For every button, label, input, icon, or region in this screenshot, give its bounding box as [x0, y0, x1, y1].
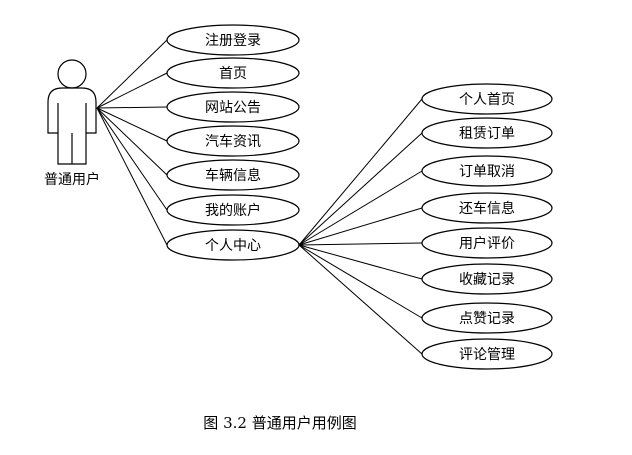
- actor-label: 普通用户: [44, 171, 100, 188]
- use-case-label: 网站公告: [205, 100, 261, 116]
- use-case-ellipse: [166, 229, 300, 261]
- use-case-ellipse: [166, 159, 300, 191]
- use-case-8: 评论管理: [421, 338, 553, 370]
- use-case-6: 我的账户: [166, 194, 300, 226]
- use-case-label: 用户评价: [459, 235, 515, 252]
- use-case-ellipse: [421, 192, 553, 224]
- use-case-ellipse: [166, 24, 300, 56]
- use-case-2: 租赁订单: [421, 117, 553, 149]
- use-case-4: 汽车资讯: [166, 125, 300, 157]
- use-case-1: 注册登录: [166, 24, 300, 56]
- include-line: [298, 170, 423, 246]
- association-line: [96, 107, 168, 211]
- use-case-2: 首页: [166, 57, 300, 89]
- use-case-ellipse: [421, 155, 553, 187]
- use-case-5: 车辆信息: [166, 159, 300, 191]
- use-case-ellipse: [166, 57, 300, 89]
- use-case-7: 点赞记录: [421, 302, 553, 334]
- include-line: [298, 242, 423, 246]
- association-line: [96, 106, 168, 109]
- figure-caption: 图 3.2 普通用户用例图: [203, 414, 357, 432]
- include-line: [298, 132, 423, 246]
- use-case-label: 评论管理: [459, 347, 515, 363]
- use-case-ellipse: [166, 125, 300, 157]
- use-case-label: 订单取消: [459, 164, 515, 180]
- use-case-label: 首页: [219, 66, 247, 82]
- use-case-4: 还车信息: [421, 192, 553, 224]
- use-case-ellipse: [421, 338, 553, 370]
- include-line: [298, 244, 423, 280]
- use-case-label: 租赁订单: [459, 126, 515, 142]
- association-line: [96, 72, 168, 109]
- use-case-label: 我的账户: [205, 202, 261, 219]
- include-line: [298, 98, 423, 246]
- use-case-ellipse: [421, 302, 553, 334]
- actor-head-icon: [57, 59, 87, 89]
- use-case-label: 个人中心: [205, 238, 261, 254]
- use-case-ellipse: [421, 227, 553, 259]
- use-case-ellipse: [421, 263, 553, 295]
- association-line: [96, 39, 168, 109]
- use-case-3: 网站公告: [166, 91, 300, 123]
- use-case-label: 收藏记录: [459, 272, 515, 288]
- use-case-label: 注册登录: [205, 33, 261, 49]
- use-case-7: 个人中心: [166, 229, 300, 261]
- use-case-label: 汽车资讯: [205, 133, 261, 150]
- association-lines: [96, 39, 423, 355]
- use-case-3: 订单取消: [421, 155, 553, 187]
- use-case-ellipse: [421, 117, 553, 149]
- use-case-ellipse: [421, 83, 553, 115]
- use-case-5: 用户评价: [421, 227, 553, 259]
- association-line: [96, 107, 168, 142]
- association-line: [96, 107, 168, 176]
- include-line: [298, 244, 423, 319]
- use-case-label: 车辆信息: [205, 167, 261, 184]
- use-case-label: 个人首页: [459, 92, 515, 108]
- use-case-label: 点赞记录: [459, 311, 515, 327]
- use-case-1: 个人首页: [421, 83, 553, 115]
- use-case-ellipse: [166, 194, 300, 226]
- use-case-label: 还车信息: [459, 200, 515, 217]
- actor-body-icon: [47, 87, 97, 165]
- association-line: [96, 107, 168, 246]
- use-case-6: 收藏记录: [421, 263, 553, 295]
- include-line: [298, 207, 423, 246]
- use-case-ellipse: [166, 91, 300, 123]
- actor: [47, 59, 97, 165]
- include-line: [298, 244, 423, 355]
